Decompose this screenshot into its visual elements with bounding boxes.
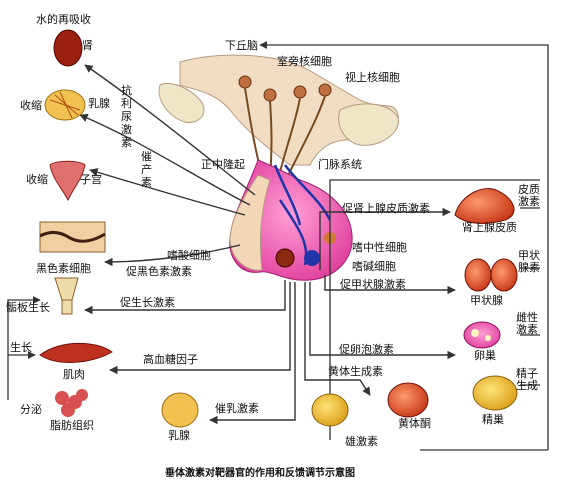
label-somatomedin: 高血糖因子 bbox=[143, 353, 198, 366]
testis-icon bbox=[472, 375, 518, 411]
breast-icon bbox=[44, 89, 86, 121]
follicle-icon bbox=[311, 393, 349, 427]
label-supraoptic: 视上核细胞 bbox=[345, 71, 400, 84]
label-tsh: 促甲状腺激素 bbox=[340, 278, 406, 291]
label-oxytocin: 催产素 bbox=[141, 150, 152, 189]
label-prolactin: 催乳激素 bbox=[215, 402, 259, 415]
lactating-breast-icon bbox=[161, 392, 199, 428]
diagram-caption: 垂体激素对靶器官的作用和反馈调节示意图 bbox=[165, 468, 355, 479]
label-muscle: 肌肉 bbox=[63, 368, 85, 381]
adrenal-icon bbox=[454, 188, 515, 224]
label-fat: 脂肪组织 bbox=[50, 419, 94, 432]
feedback-lines bbox=[7, 41, 549, 451]
ovary-icon bbox=[463, 321, 501, 349]
label-basophil: 嗜碱细胞 bbox=[352, 260, 396, 273]
label-ovary: 卵巢 bbox=[474, 349, 496, 362]
label-gh: 促生长激素 bbox=[120, 296, 175, 309]
label-testis: 精巢 bbox=[482, 413, 504, 426]
label-fat-secrete: 分泌 bbox=[20, 403, 42, 416]
label-muscle-growth: 生长 bbox=[10, 341, 32, 354]
label-androgen: 精子生成 bbox=[516, 367, 538, 392]
label-kidney: 肾 bbox=[82, 39, 93, 52]
label-cortical-hormone: 皮质激素 bbox=[518, 183, 540, 208]
label-median-eminence: 正中隆起 bbox=[201, 158, 245, 171]
label-uterus: 子宫 bbox=[80, 173, 102, 186]
thyroid-icon bbox=[464, 258, 518, 292]
label-bone-growth: 骺板生长 bbox=[6, 301, 50, 314]
label-kidney-effect: 水的再吸收 bbox=[36, 13, 91, 26]
label-hypothalamus: 下丘脑 bbox=[225, 39, 258, 52]
kidney-icon bbox=[53, 29, 83, 67]
label-breast-contract: 收缩 bbox=[20, 99, 42, 112]
label-uterus-contract: 收缩 bbox=[26, 173, 48, 186]
hormone-arrows bbox=[79, 64, 456, 425]
label-lactating-breast: 乳腺 bbox=[168, 429, 190, 442]
label-thyroid: 甲状腺 bbox=[470, 294, 503, 307]
skin-icon bbox=[39, 221, 106, 253]
label-acidophil: 嗜酸细胞 bbox=[167, 249, 211, 262]
label-male-hormone: 雄激素 bbox=[345, 435, 378, 448]
label-adrenal-cortex: 肾上腺皮质 bbox=[462, 221, 517, 234]
label-thyroid-hormone: 甲状腺素 bbox=[518, 249, 540, 274]
label-melanocyte: 黑色素细胞 bbox=[36, 262, 91, 275]
label-paraventricular: 室旁核细胞 bbox=[277, 55, 332, 68]
label-portal-system: 门脉系统 bbox=[318, 158, 362, 171]
muscle-icon bbox=[39, 342, 113, 363]
uterus-icon bbox=[49, 160, 86, 202]
corpus-luteum-icon bbox=[387, 382, 429, 418]
brain-region bbox=[158, 54, 399, 166]
label-breast: 乳腺 bbox=[88, 97, 110, 110]
label-acth: 促肾上腺皮质激素 bbox=[342, 202, 430, 215]
fat-icon bbox=[55, 389, 88, 417]
label-msh: 促黑色素激素 bbox=[126, 265, 192, 278]
bone-icon bbox=[54, 277, 79, 315]
pituitary-gland bbox=[229, 159, 353, 281]
label-chromophobe: 嗜中性细胞 bbox=[352, 241, 407, 254]
label-lh: 黄体生成素 bbox=[328, 365, 383, 378]
label-estrogen: 雌性激素 bbox=[516, 311, 538, 336]
label-fsh: 促卵泡激素 bbox=[339, 343, 394, 356]
label-adh: 抗利尿激素 bbox=[121, 84, 132, 149]
label-corpus-luteum: 黄体酮 bbox=[398, 417, 431, 430]
